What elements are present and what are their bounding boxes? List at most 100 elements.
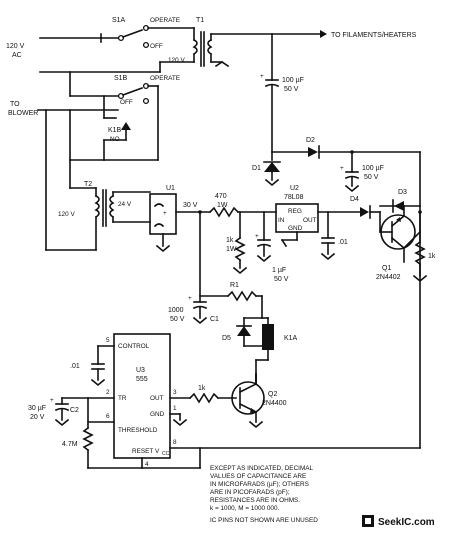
u3-threshold-label: THRESHOLD — [118, 427, 158, 434]
t2-secondary-label: 24 V — [118, 201, 132, 208]
u3-tr-label: TR — [118, 395, 127, 402]
u3-out-label: OUT — [150, 395, 164, 402]
c1-capacitor: + — [188, 210, 229, 325]
c-1uf-capacitor: + — [255, 211, 272, 263]
v30-label: 30 V — [183, 202, 198, 209]
d3-label: D3 — [398, 189, 407, 196]
u3-pin8-label: 8 — [173, 439, 177, 446]
u3-pin4-label: 4 — [145, 461, 149, 468]
q2-label: Q2 — [268, 391, 277, 398]
u1-bridge-rectifier: + — [149, 193, 211, 253]
r1k-q2-label: 1k — [198, 385, 206, 392]
k1a-label: K1A — [284, 335, 298, 342]
watermark-text: SeekIC.com — [378, 517, 435, 528]
q1-label: Q1 — [382, 265, 391, 272]
u1-ground-icon — [155, 244, 171, 253]
c-100uf-b-label-1: 100 µF — [362, 165, 384, 172]
c-01-b-ground-icon — [90, 378, 106, 387]
d4-diode — [360, 205, 381, 219]
d1-ground-icon — [264, 178, 280, 187]
svg-text:+: + — [50, 397, 54, 404]
r1k-ground-icon — [232, 266, 248, 275]
d5-label: D5 — [222, 335, 231, 342]
to-blower-label-1: TO — [10, 101, 20, 108]
u3-control-label: CONTROL — [118, 343, 150, 350]
t1-secondary-label: 120 V — [168, 57, 185, 64]
c-100uf-b-capacitor: + — [340, 151, 360, 193]
svg-text:+: + — [163, 210, 167, 217]
u2-ground-icon — [280, 238, 288, 248]
u3-timer — [87, 210, 422, 469]
c1-value-label-2: 50 V — [170, 316, 185, 323]
notes-block: EXCEPT AS INDICATED, DECIMAL VALUES OF C… — [210, 465, 318, 524]
c2-value-label-2: 20 V — [30, 414, 45, 421]
r47m-label: 4.7M — [62, 441, 78, 448]
seekic-watermark: SeekIC.com — [362, 515, 435, 528]
note-line: IN MICROFARADS (µF); OTHERS — [210, 481, 309, 488]
r47m-resistor — [82, 397, 201, 469]
s1b-off-terminal — [142, 97, 150, 105]
note-line: EXCEPT AS INDICATED, DECIMAL — [210, 465, 314, 472]
ac-input-section — [39, 24, 327, 73]
to-blower-label-2: BLOWER — [8, 110, 38, 117]
svg-text:+: + — [255, 233, 259, 240]
u2-regulator — [275, 203, 361, 248]
d2-label: D2 — [306, 137, 315, 144]
d3-diode — [379, 151, 421, 213]
u3-label: U3 — [136, 367, 145, 374]
c-100uf-a-label-1: 100 µF — [282, 77, 304, 84]
c1-label: C1 — [210, 316, 219, 323]
u3-gnd-label: GND — [150, 411, 165, 418]
c-1uf-label-2: 50 V — [274, 276, 289, 283]
c-100uf-a-label-2: 50 V — [284, 86, 299, 93]
t2-transformer — [69, 159, 151, 251]
r1-resistor — [226, 290, 263, 319]
q2-part-label: 2N4400 — [262, 400, 287, 407]
s1a-operate-label: OPERATE — [150, 17, 180, 24]
s1b-switch-arm — [121, 86, 144, 97]
c1-ground-icon — [192, 316, 208, 325]
svg-text:+: + — [340, 165, 344, 172]
u2-label: U2 — [290, 185, 299, 192]
s1b-off-label: OFF — [120, 99, 133, 106]
t2-label: T2 — [84, 181, 92, 188]
r1k-label-1: 1k — [226, 237, 234, 244]
s1b-operate-label: OPERATE — [150, 75, 180, 82]
t1-ground-icon — [214, 61, 230, 68]
c2-label: C2 — [70, 407, 79, 414]
r470-resistor — [208, 206, 277, 218]
to-filaments-label: TO FILAMENTS/HEATERS — [331, 32, 417, 39]
c2-ground-icon — [54, 418, 70, 427]
u3-reset-label: RESET V — [132, 448, 160, 455]
c-100uf-b-label-2: 50 V — [364, 174, 379, 181]
c-1uf-ground-icon — [256, 254, 272, 263]
t1-secondary-coil — [207, 38, 213, 56]
q1-part-label: 2N4402 — [376, 274, 401, 281]
note-unused: IC PINS NOT SHOWN ARE UNUSED — [210, 517, 318, 524]
r1k-q1-label: 1k — [428, 253, 436, 260]
c-01-a-label: .01 — [338, 239, 348, 246]
note-line: VALUES OF CAPACITANCE ARE — [210, 473, 306, 480]
s1a-label: S1A — [112, 17, 126, 24]
u3-ground-icon — [172, 418, 188, 427]
ac-label-1: 120 V — [6, 43, 25, 50]
s1a-switch-arm — [121, 28, 144, 39]
svg-text:+: + — [260, 73, 264, 80]
c2-capacitor: + — [50, 397, 89, 427]
u3-pin2-label: 2 — [106, 389, 110, 396]
t1-primary-coil — [192, 38, 198, 56]
reg-in-label: IN — [278, 217, 285, 224]
ac-label-2: AC — [12, 52, 22, 59]
r1-label: R1 — [230, 282, 239, 289]
svg-text:+: + — [188, 295, 192, 302]
t2-primary-label: 120 V — [58, 211, 75, 218]
note-line: RESISTANCES ARE IN OHMS. — [210, 497, 300, 504]
r470-label-1: 470 — [215, 193, 227, 200]
d1-label: D1 — [252, 165, 261, 172]
d1-diode — [263, 161, 281, 187]
t1-label: T1 — [196, 17, 204, 24]
c1-value-label-1: 1000 — [168, 307, 184, 314]
k1b-contact-icon — [121, 122, 131, 130]
k1b-label: K1B — [108, 127, 122, 134]
d5-diode — [236, 317, 269, 347]
